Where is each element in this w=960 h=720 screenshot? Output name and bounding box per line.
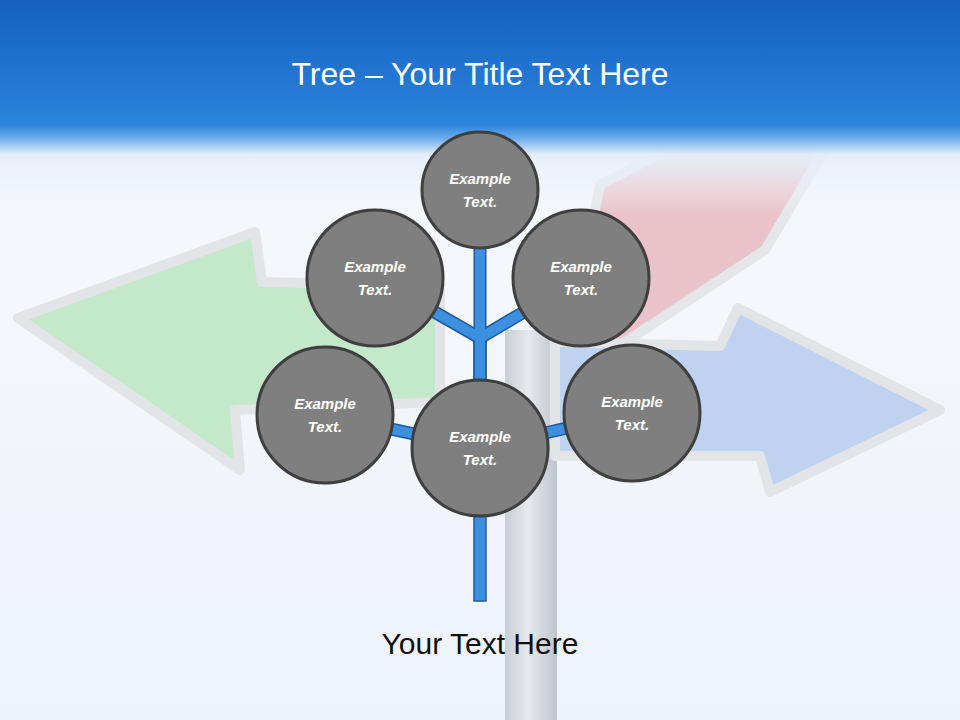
circle-text-group: Example Text. <box>587 390 677 436</box>
example-circle: Example Text. <box>305 208 445 348</box>
circle-text: Example Text. <box>280 392 370 438</box>
tree-branch <box>546 428 565 432</box>
circle-shape <box>422 132 538 248</box>
circle-outline <box>420 130 540 250</box>
example-circle: Example Text. <box>410 378 550 518</box>
tree-branch <box>434 312 480 380</box>
circle-text-group: Example Text. <box>330 255 420 301</box>
circle-text: Example Text. <box>536 255 626 301</box>
example-circle: Example Text. <box>511 208 651 348</box>
circle-outline <box>562 343 702 483</box>
branch-outline <box>546 428 565 432</box>
circle-shape <box>257 347 393 483</box>
title-band <box>0 0 960 215</box>
slide-title: Tree – Your Title Text Here <box>0 54 960 94</box>
branch-outline <box>480 313 523 380</box>
circle-outline <box>305 208 445 348</box>
circle-text-group: Example Text. <box>442 167 519 213</box>
example-circle: Example Text. <box>562 343 702 483</box>
circle-text: Example Text. <box>330 255 420 301</box>
circle-text: Example Text. <box>587 390 677 436</box>
slide-caption: Your Text Here <box>0 624 960 664</box>
circle-text-group: Example Text. <box>536 255 626 301</box>
circle-outline <box>511 208 651 348</box>
circle-shape <box>564 345 700 481</box>
circle-outline <box>410 378 550 518</box>
example-circle: Example Text. <box>420 130 540 250</box>
circle-shape <box>307 210 443 346</box>
example-circle: Example Text. <box>255 345 395 485</box>
circle-outline <box>255 345 395 485</box>
branch-outline <box>392 429 414 434</box>
circle-shape <box>513 210 649 346</box>
tree-branch <box>480 313 523 380</box>
tree-root <box>474 505 486 601</box>
circle-text-group: Example Text. <box>280 392 370 438</box>
circle-text-group: Example Text. <box>435 425 525 471</box>
circle-text: Example Text. <box>435 425 525 471</box>
branch-outline <box>434 312 480 380</box>
tree-branch <box>392 429 414 434</box>
circle-text: Example Text. <box>442 167 519 213</box>
circle-shape <box>412 380 548 516</box>
